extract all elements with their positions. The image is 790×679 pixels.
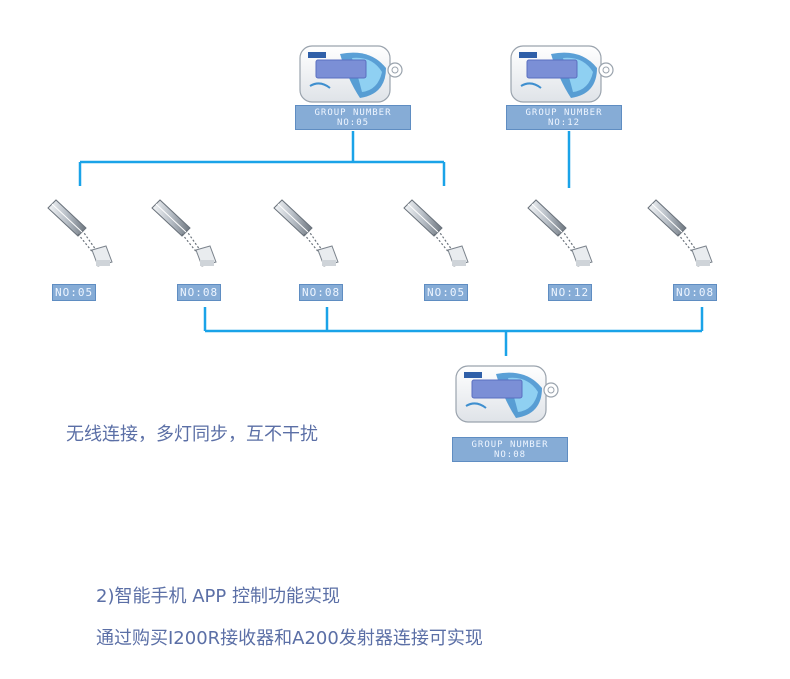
heater-2-label: NO:08 — [177, 284, 222, 301]
heater-6-label: NO:08 — [673, 284, 718, 301]
connector-lines — [78, 131, 704, 356]
heater-device-5 — [527, 199, 593, 267]
remote-device-2 — [510, 45, 614, 103]
heater-device-1 — [47, 199, 113, 267]
remote-device-3 — [455, 365, 559, 423]
heater-4-label: NO:05 — [424, 284, 469, 301]
app-control-description: 通过购买I200R接收器和A200发射器连接可实现 — [96, 628, 483, 649]
heater-device-2 — [151, 199, 217, 267]
heater-1-label: NO:05 — [52, 284, 97, 301]
heater-3-label: NO:08 — [299, 284, 344, 301]
remote-3-label-line1: GROUP NUMBER — [471, 440, 549, 450]
heater-5-label: NO:12 — [548, 284, 593, 301]
heater-device-3 — [273, 199, 339, 267]
remote-3-label-line2: NO:08 — [493, 450, 527, 460]
remote-3-group-label: GROUP NUMBER NO:08 — [452, 437, 568, 462]
heater-device-4 — [403, 199, 469, 267]
remote-device-1 — [299, 45, 403, 103]
remote-1-label-line1: GROUP NUMBER — [314, 108, 392, 118]
remote-2-label-line2: NO:12 — [547, 118, 581, 128]
remote-2-label-line1: GROUP NUMBER — [525, 108, 603, 118]
remote-2-group-label: GROUP NUMBER NO:12 — [506, 105, 622, 130]
app-control-heading: 2)智能手机 APP 控制功能实现 — [96, 586, 340, 607]
heater-device-6 — [647, 199, 713, 267]
remote-1-label-line2: NO:05 — [336, 118, 370, 128]
remote-1-group-label: GROUP NUMBER NO:05 — [295, 105, 411, 130]
wireless-sync-caption: 无线连接，多灯同步，互不干扰 — [66, 424, 318, 445]
